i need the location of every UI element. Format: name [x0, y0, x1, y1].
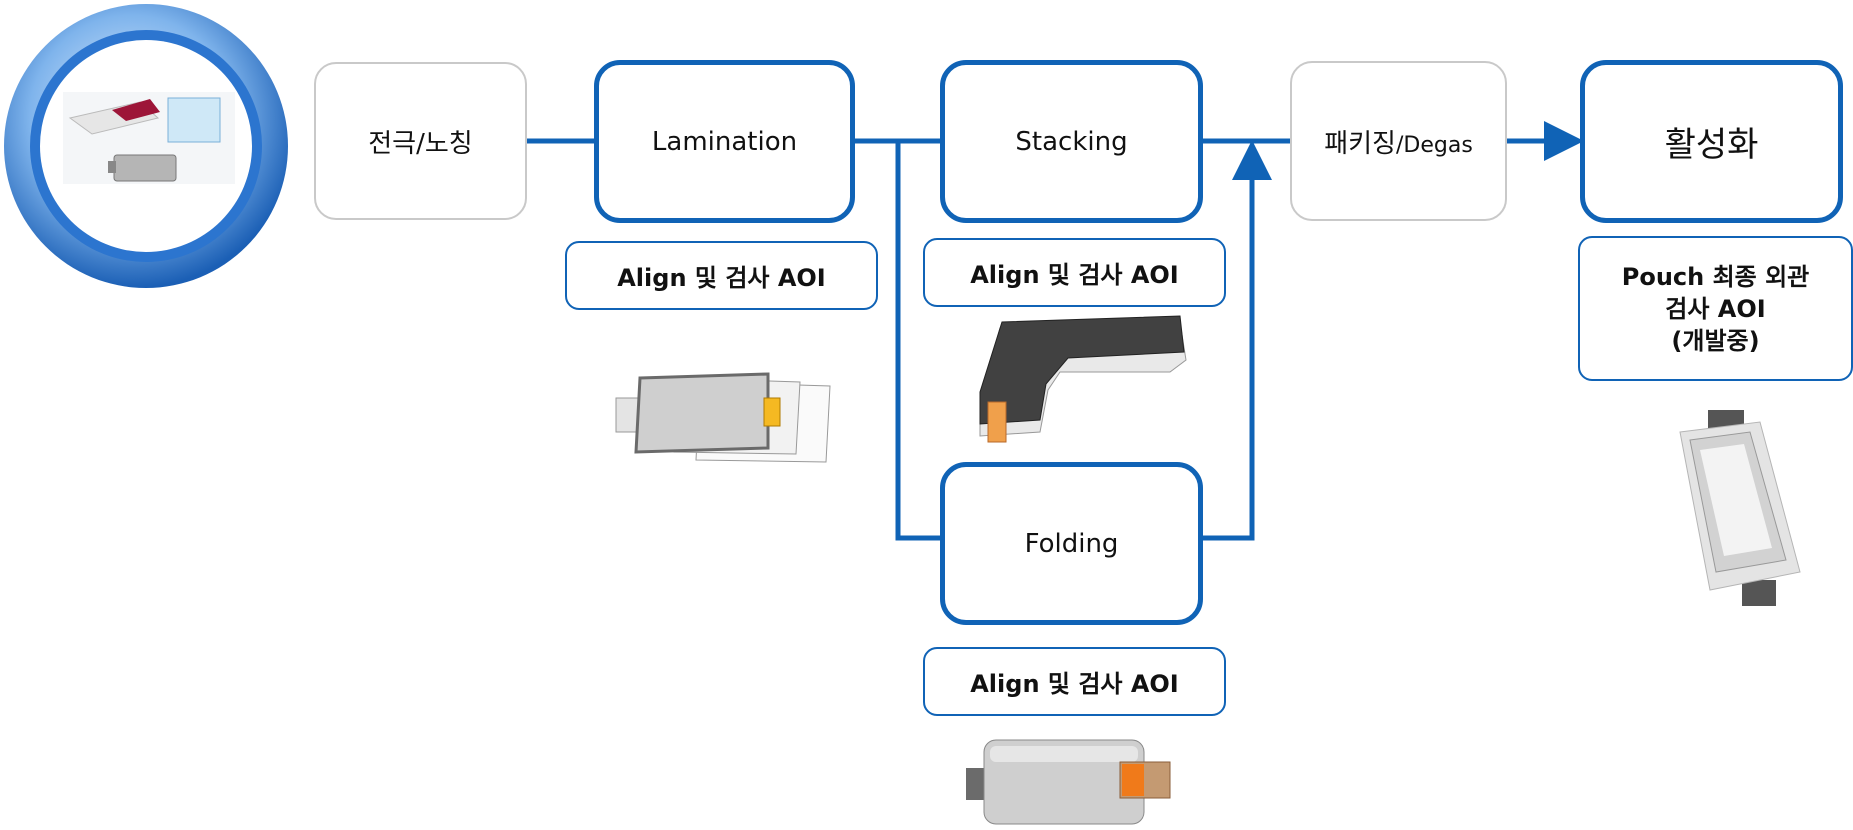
inspection-stacking-label: Align 및 검사 AOI [970, 261, 1179, 289]
connector-branch-folding [895, 141, 942, 541]
process-activation: 활성화 [1580, 60, 1843, 223]
folding-cell-icon [966, 739, 1171, 825]
process-packaging-label: 패키징/Degas [1324, 123, 1473, 160]
inspection-lamination: Align 및 검사 AOI [565, 241, 878, 310]
inspection-activation-line1: Pouch 최종 외관 [1621, 262, 1810, 291]
process-packaging-kr: 패키징 [1324, 128, 1396, 159]
connector-folding-merge [1201, 140, 1272, 541]
process-lamination-label: Lamination [651, 126, 798, 157]
process-stacking: Stacking [940, 60, 1203, 223]
battery-products-badge [4, 4, 288, 288]
process-electrode-label: 전극/노칭 [368, 128, 473, 159]
inspection-activation: Pouch 최종 외관 검사 AOI (개발중) [1578, 236, 1853, 381]
process-folding: Folding [940, 462, 1203, 625]
lamination-cell-icon [615, 372, 831, 463]
inspection-stacking: Align 및 검사 AOI [923, 238, 1226, 307]
inspection-folding: Align 및 검사 AOI [923, 647, 1226, 716]
inspection-activation-line2: 검사 AOI [1665, 294, 1766, 323]
process-activation-label: 활성화 [1664, 125, 1759, 165]
process-electrode-notching: 전극/노칭 [314, 62, 527, 220]
stacking-cell-icon [979, 315, 1187, 443]
inspection-activation-line3: (개발중) [1671, 326, 1760, 355]
process-lamination: Lamination [594, 60, 855, 223]
process-stacking-label: Stacking [1015, 126, 1128, 157]
process-folding-label: Folding [1024, 528, 1119, 559]
process-packaging-en: /Degas [1395, 132, 1473, 158]
inspection-lamination-label: Align 및 검사 AOI [617, 264, 826, 292]
pouch-cell-icon [1679, 410, 1801, 606]
inspection-folding-label: Align 및 검사 AOI [970, 670, 1179, 698]
process-packaging-degas: 패키징/Degas [1290, 61, 1507, 221]
